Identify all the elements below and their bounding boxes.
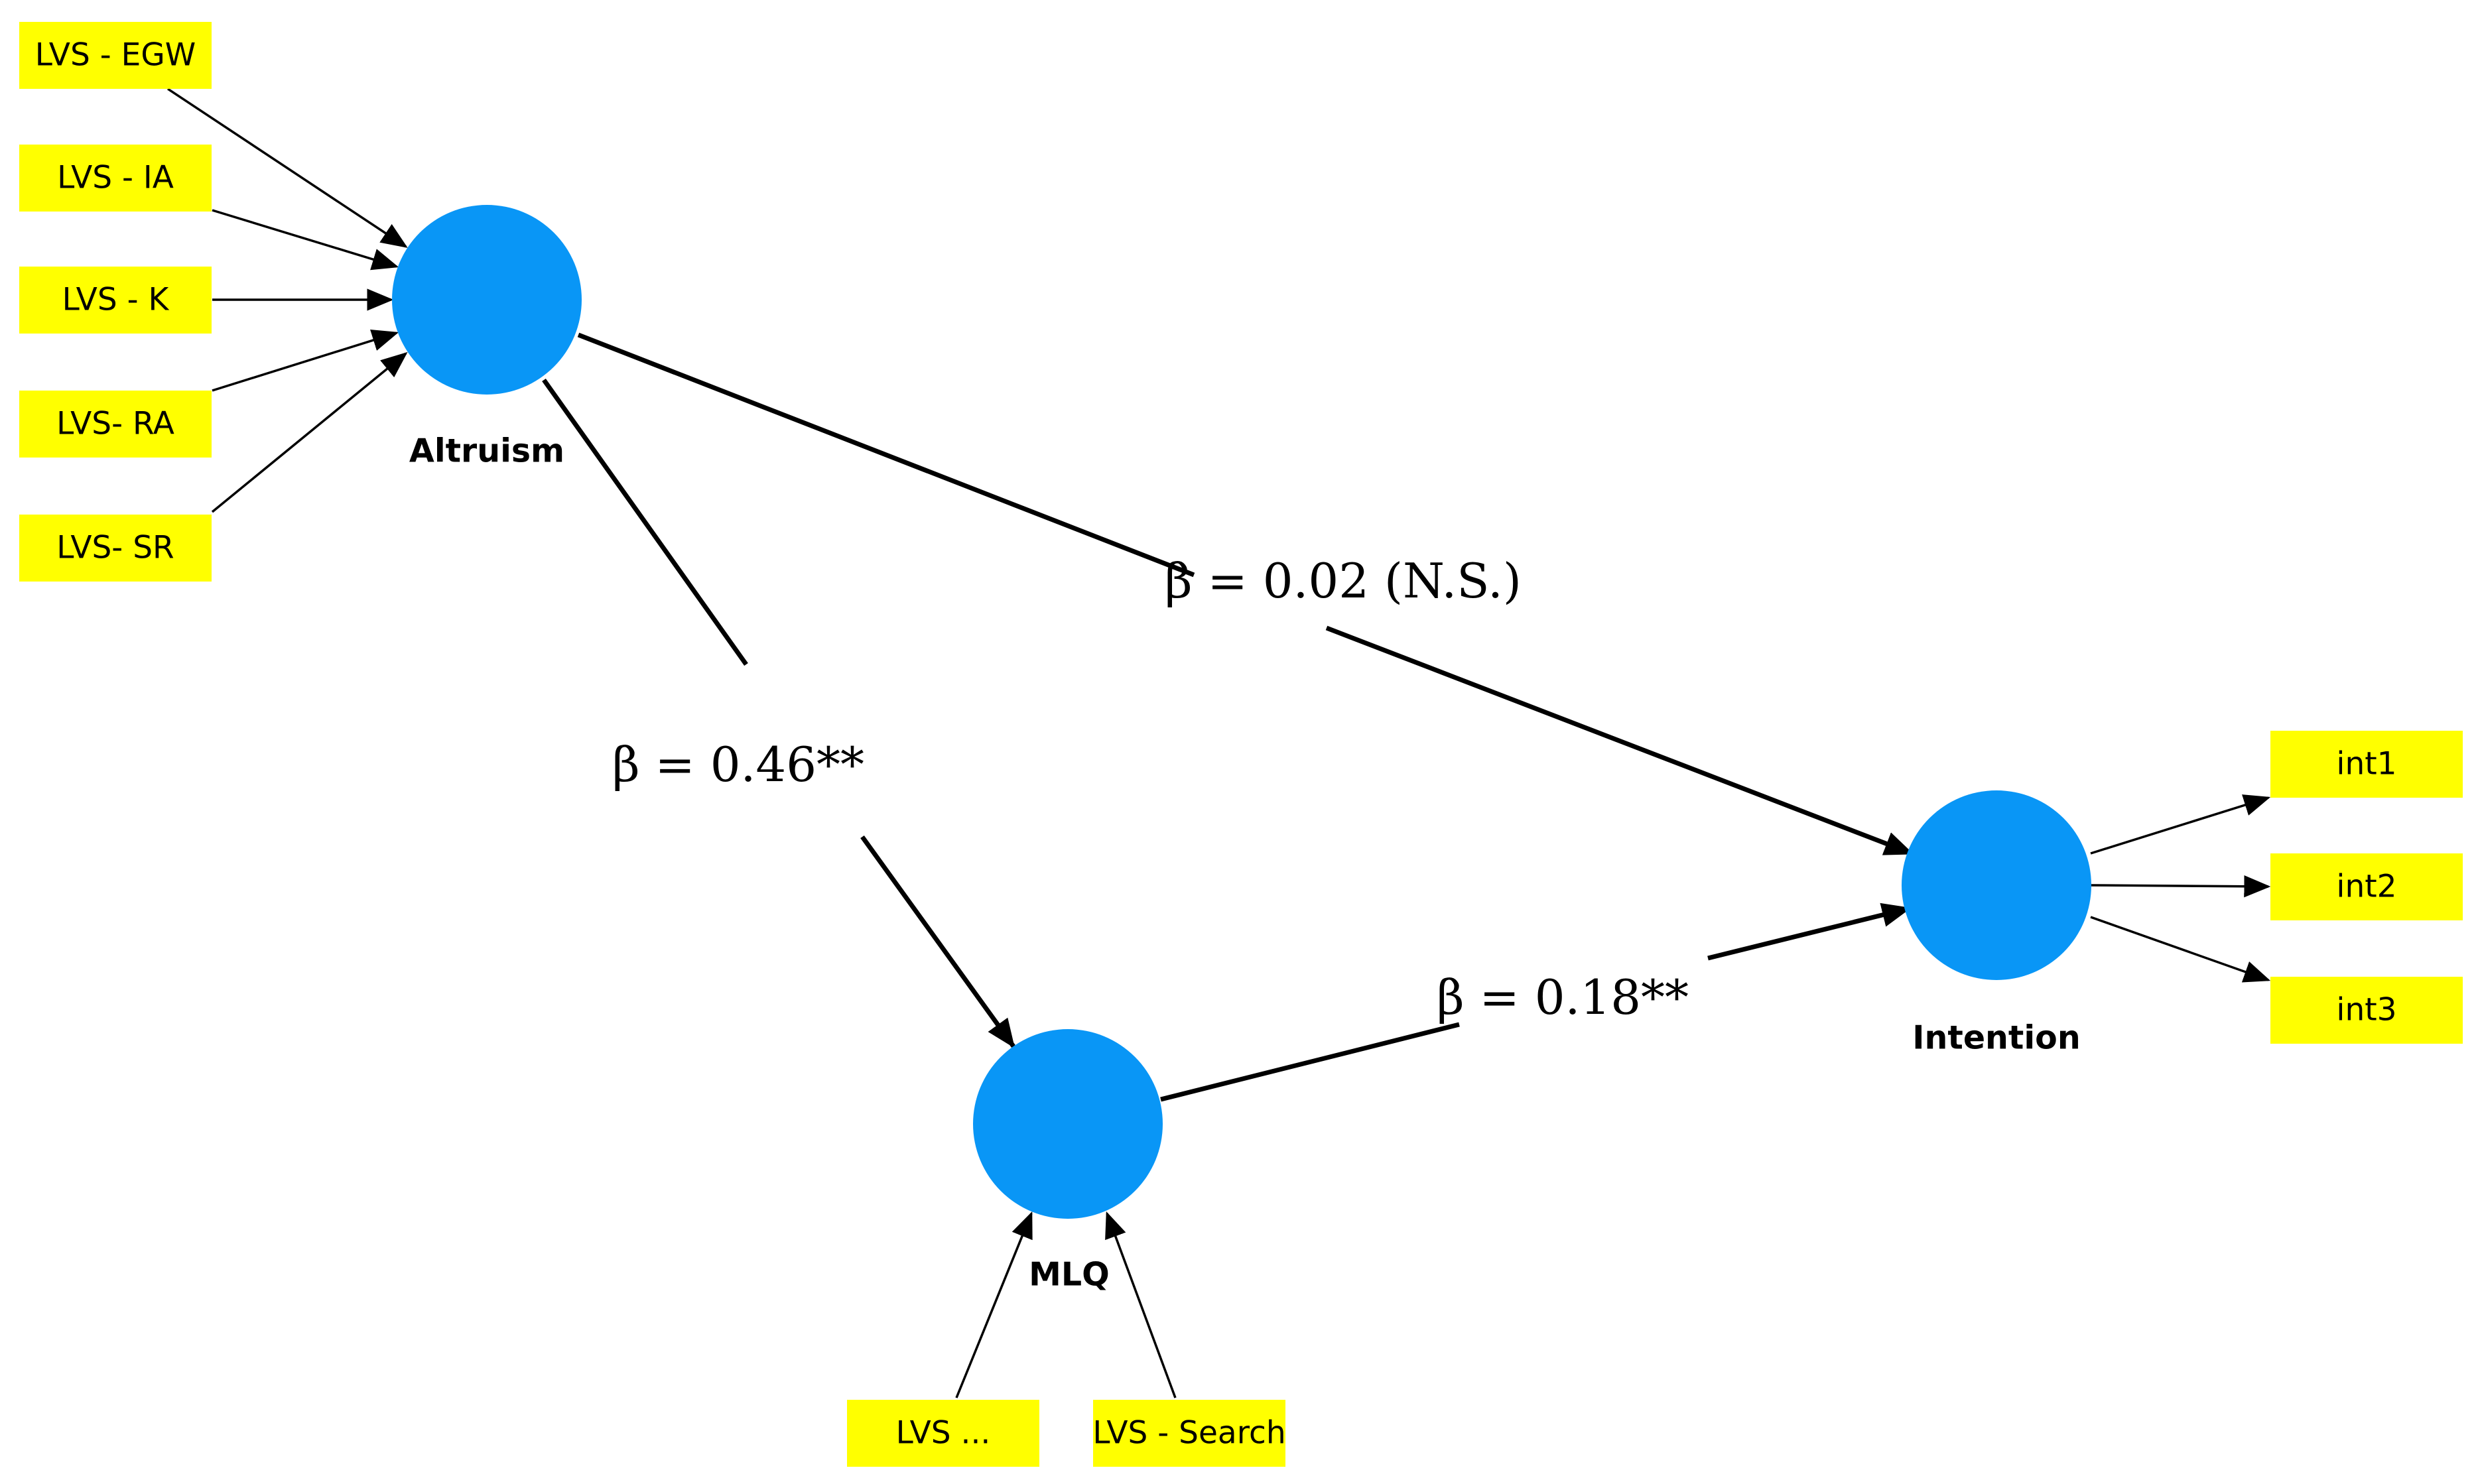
arrow-ia-altruism	[212, 209, 399, 271]
indicator-label: LVS - EGW	[35, 37, 196, 74]
structural-paths	[542, 332, 1914, 1102]
indicator-lvs-k: LVS - K	[19, 267, 212, 334]
indicator-int2: int2	[2270, 853, 2463, 920]
mlq-indicator-arrows	[955, 1211, 1177, 1398]
indicator-label: LVS- SR	[56, 530, 174, 566]
indicator-label: int3	[2336, 992, 2396, 1028]
arrow-sr-altruism	[211, 351, 408, 513]
indicator-lvs-ellipsis: LVS ...	[847, 1400, 1039, 1467]
coef-altruism-intention: β = 0.02 (N.S.)	[1165, 553, 1522, 609]
construct-mlq	[973, 1029, 1163, 1219]
arrow-intention-int3	[2090, 916, 2271, 983]
arrow-ra-altruism	[212, 330, 399, 392]
indicator-label: LVS - K	[62, 282, 170, 318]
intention-indicator-arrows	[2090, 794, 2271, 983]
arrow-egw-altruism	[167, 88, 408, 248]
path-mlq-intention-seg1	[1160, 1022, 1460, 1102]
indicator-lvs-sr: LVS- SR	[19, 515, 212, 582]
construct-intention	[1902, 790, 2091, 980]
path-altruism-intention-seg1	[577, 332, 1195, 578]
construct-label-intention: Intention	[1912, 1019, 2080, 1057]
indicator-int3: int3	[2270, 977, 2463, 1044]
construct-label-mlq: MLQ	[1029, 1256, 1110, 1294]
indicator-label: LVS ...	[896, 1415, 991, 1452]
path-altruism-mlq-seg2	[860, 835, 1015, 1048]
indicator-label: LVS - IA	[57, 160, 174, 196]
indicator-label: LVS- RA	[56, 406, 174, 442]
arrow-search-mlq	[1105, 1211, 1177, 1398]
arrow-intention-int2	[2090, 875, 2271, 898]
arrow-lvs-ellipsis-mlq	[955, 1211, 1033, 1398]
indicator-label: int1	[2336, 746, 2396, 782]
path-altruism-intention-seg2	[1325, 625, 1914, 856]
altruism-indicator-arrows	[167, 88, 408, 513]
indicator-lvs-ra: LVS- RA	[19, 391, 212, 458]
arrow-intention-int1	[2090, 794, 2271, 855]
path-altruism-mlq-seg1	[542, 378, 748, 666]
construct-label-altruism: Altruism	[409, 432, 564, 470]
coef-mlq-intention: β = 0.18**	[1437, 969, 1689, 1025]
indicator-int1: int1	[2270, 731, 2463, 798]
coef-altruism-mlq: β = 0.46**	[612, 737, 864, 792]
indicator-lvs-search: LVS - Search	[1092, 1400, 1286, 1467]
path-mlq-intention-seg2	[1707, 902, 1912, 961]
construct-altruism	[392, 205, 582, 395]
indicator-label: int2	[2336, 869, 2396, 905]
indicator-lvs-ia: LVS - IA	[19, 145, 212, 212]
indicator-lvs-egw: LVS - EGW	[19, 22, 212, 89]
indicator-label: LVS - Search	[1092, 1415, 1285, 1452]
